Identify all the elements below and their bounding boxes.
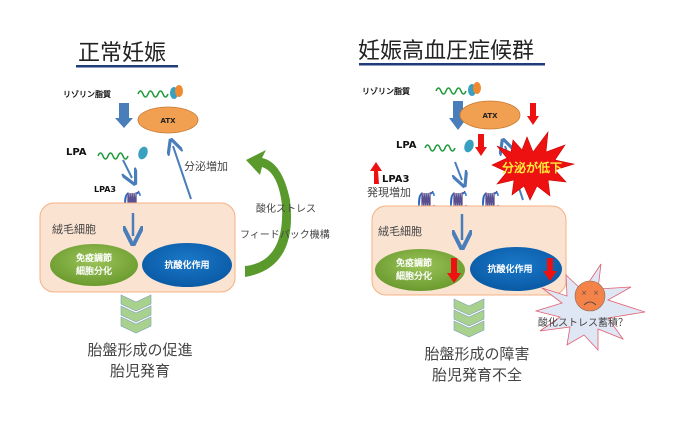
right-sad-face-icon [574,280,606,312]
right-lpa-label: LPA [396,140,417,151]
left-down-arrow-lpa [115,103,133,128]
left-title: 正常妊娠 [78,41,166,66]
left-outcome-line1: 胎盤形成の促進 [87,341,192,359]
right-sad-face-mouth [583,301,597,306]
right-cell-label: 絨毛細胞 [378,225,422,238]
left-immune-line1: 免疫調節 [76,252,112,264]
right-antioxidant-oval [470,247,562,291]
left-lysophospholipid-head-orange [175,85,183,97]
right-secretion-decrease-burst [491,130,576,201]
right-stress-label: 酸化ストレス蓄積？ [538,316,628,329]
right-down-arrow-lpa [449,101,467,130]
left-immune-oval [50,244,138,286]
right-immune-line2: 細胞分化 [396,270,432,282]
right-panel: 妊娠高血圧症候群 リゾリン脂質 ATX LPA 分泌が低下 LPA3 発現増加 … [358,39,646,384]
right-lpa3-increase-arrow [370,162,382,184]
right-lpa3-sub: 発現増加 [367,185,411,199]
right-antioxidant-label: 抗酸化作用 [487,263,532,275]
left-secretion-arrow [173,146,192,200]
left-atx-label: ATX [160,117,176,125]
right-lpa-head [464,139,474,153]
right-lpa3-label: LPA3 [382,174,410,185]
left-lpa-chain [97,152,129,160]
left-feedback-line2: フィードバック機構 [240,228,330,241]
right-outcome-line1: 胎盤形成の障害 [424,345,529,363]
left-lpa-head [138,146,148,160]
right-sad-face-eye-left: × [581,289,587,297]
left-lysophospholipid-label: リゾリン脂質 [63,89,111,99]
left-lysophospholipid-chain [137,90,169,98]
right-lysophospholipid-label: リゾリン脂質 [362,86,410,96]
left-secretion-label: 分泌増加 [184,160,228,173]
right-title: 妊娠高血圧症候群 [358,39,534,64]
left-lpa-to-receptor-arrow [123,159,132,178]
left-lpa-label: LPA [66,147,87,158]
right-sad-face-eye-right: × [593,289,599,297]
left-chevrons [120,294,152,334]
right-immune-oval [375,249,465,291]
left-panel: 正常妊娠 リゾリン脂質 ATX LPA 分泌増加 LPA3 絨毛細胞 免疫調節 … [39,41,330,380]
right-lysophospholipid-chain [435,87,467,95]
left-lpa3-label: LPA3 [94,185,116,194]
right-lpa-decrease-arrow [475,134,487,156]
right-atx-label: ATX [482,112,498,120]
right-lpa-chain [424,144,456,152]
left-antioxidant-oval [142,243,232,287]
left-atx-enzyme [137,106,199,134]
left-feedback-line1: 酸化ストレス [256,202,316,215]
left-feedback-arrow [245,150,292,277]
right-chevrons [453,298,485,338]
left-immune-line2: 細胞分化 [76,265,112,277]
right-lysophospholipid-head-orange [473,82,481,94]
right-lpa-to-receptor-arrow [455,161,462,180]
right-atx-decrease-arrow [527,103,539,125]
right-burst-label: 分泌が低下 [502,160,562,175]
right-immune-decrease-arrow [447,258,461,283]
right-title-underline [359,63,545,66]
left-antioxidant-label: 抗酸化作用 [164,259,209,271]
right-antioxidant-decrease-arrow [543,258,557,281]
left-outcome-line2: 胎児発育 [110,362,170,380]
right-outcome-line2: 胎児発育不全 [432,366,522,384]
right-atx-enzyme [459,100,521,130]
left-cell-label: 絨毛細胞 [52,223,96,236]
right-immune-line1: 免疫調節 [396,257,432,269]
left-title-underline [76,65,178,68]
